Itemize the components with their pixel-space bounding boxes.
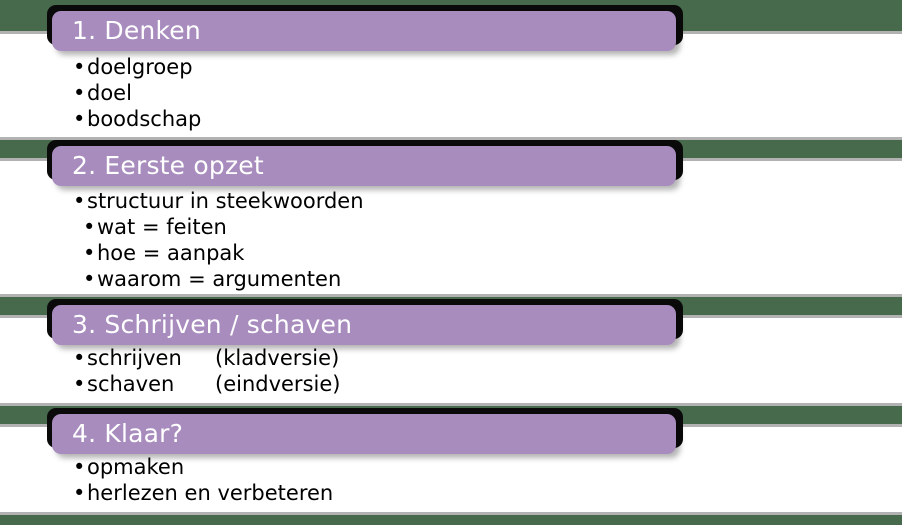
bullet-label: waarom = argumenten	[97, 267, 342, 291]
bullet-dot-icon: •	[73, 481, 86, 505]
bullet-dot-icon: •	[73, 346, 86, 370]
bullet-item: •schaven (eindversie)	[73, 371, 340, 397]
section-title: 4. Klaar?	[72, 418, 184, 448]
section-title: 1. Denken	[72, 15, 201, 45]
bullet-item: •opmaken	[73, 454, 333, 480]
bullet-label: structuur in steekwoorden	[87, 189, 364, 213]
section-header-4[interactable]: 4. Klaar?	[47, 408, 683, 454]
bullet-list-2: •structuur in steekwoorden•wat = feiten•…	[73, 188, 364, 292]
bullet-secondary-label: (kladversie)	[215, 346, 340, 370]
bullet-label: opmaken	[87, 455, 185, 479]
bullet-label: herlezen en verbeteren	[87, 481, 334, 505]
bullet-list-3: •schrijven (kladversie) •schaven (eindversi…	[73, 345, 340, 397]
bullet-item: •schrijven (kladversie)	[73, 345, 340, 371]
bullet-dot-icon: •	[73, 372, 86, 396]
bullet-item: •doelgroep	[73, 54, 201, 80]
bullet-label: boodschap	[87, 107, 202, 131]
bullet-secondary-label: (eindversie)	[215, 372, 341, 396]
bullet-dot-icon: •	[73, 455, 86, 479]
bullet-dot-icon: •	[73, 107, 86, 131]
bullet-label: schaven	[87, 372, 175, 396]
bullet-dot-icon: •	[73, 81, 86, 105]
bullet-list-4: •opmaken•herlezen en verbeteren	[73, 454, 333, 506]
section-header-2[interactable]: 2. Eerste opzet	[47, 140, 683, 186]
bullet-dot-icon: •	[83, 215, 96, 239]
section-title: 2. Eerste opzet	[72, 150, 264, 180]
bullet-item: •wat = feiten	[83, 214, 364, 240]
section-title: 3. Schrijven / schaven	[72, 309, 353, 339]
section-header-bar[interactable]: 2. Eerste opzet	[52, 146, 676, 186]
section-header-1[interactable]: 1. Denken	[47, 5, 683, 51]
section-header-bar[interactable]: 1. Denken	[52, 11, 676, 51]
bullet-list-1: •doelgroep•doel•boodschap	[73, 54, 201, 132]
bullet-label: hoe = aanpak	[97, 241, 245, 265]
bullet-item: •boodschap	[73, 106, 201, 132]
bullet-label: doelgroep	[87, 55, 193, 79]
bullet-item: •structuur in steekwoorden	[73, 188, 364, 214]
section-header-bar[interactable]: 3. Schrijven / schaven	[52, 305, 676, 345]
bullet-label: schrijven	[87, 346, 182, 370]
bullet-dot-icon: •	[73, 55, 86, 79]
bullet-label: doel	[87, 81, 132, 105]
bullet-dot-icon: •	[83, 241, 96, 265]
bullet-dot-icon: •	[83, 267, 96, 291]
bullet-item: •doel	[73, 80, 201, 106]
section-header-bar[interactable]: 4. Klaar?	[52, 414, 676, 454]
bullet-label: wat = feiten	[97, 215, 227, 239]
bullet-item: •waarom = argumenten	[83, 266, 364, 292]
bullet-dot-icon: •	[73, 189, 86, 213]
bullet-item: •herlezen en verbeteren	[73, 480, 333, 506]
bullet-item: •hoe = aanpak	[83, 240, 364, 266]
section-header-3[interactable]: 3. Schrijven / schaven	[47, 299, 683, 345]
